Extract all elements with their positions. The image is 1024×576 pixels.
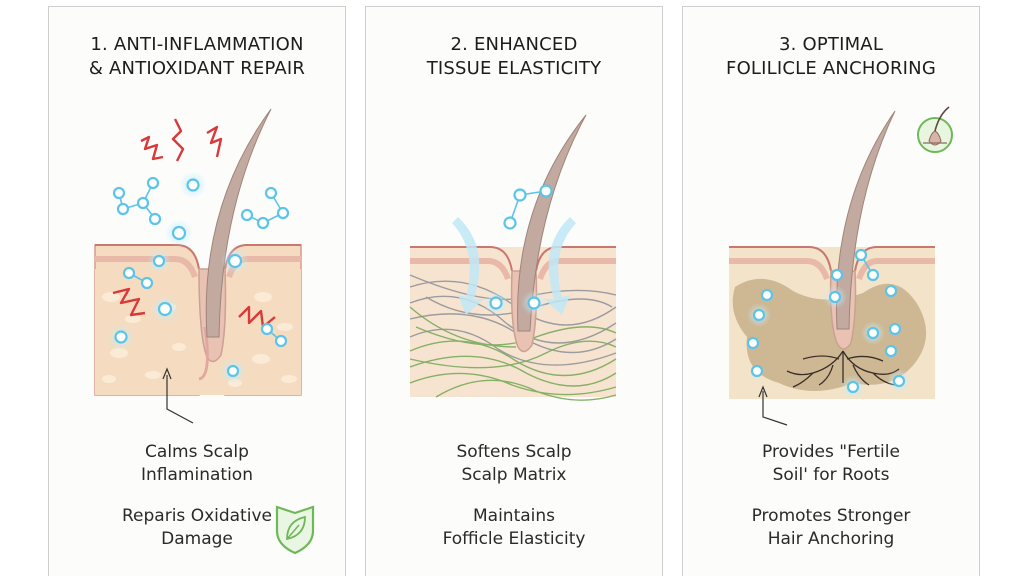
hair-shaft bbox=[836, 110, 896, 330]
panel-title-line: FOLILICLE ANCHORING bbox=[726, 58, 936, 79]
panel-anti-inflammation: 1. ANTI-INFLAMMATION & ANTIOXIDANT REPAI… bbox=[48, 6, 346, 576]
pointer-line bbox=[166, 375, 194, 424]
panel-title-line: TISSUE ELASTICITY bbox=[426, 58, 602, 79]
compression-arrows bbox=[452, 217, 576, 315]
caption-softens-scalp: Softens Scalp Scalp Matrix bbox=[366, 441, 662, 487]
caption-line: Soil' for Roots bbox=[772, 465, 890, 485]
panel-title: 3. OPTIMAL FOLILICLE ANCHORING bbox=[683, 33, 979, 81]
caption-line: Damage bbox=[161, 529, 233, 549]
pointer-line bbox=[762, 391, 788, 426]
hair-shaft bbox=[517, 114, 587, 332]
caption-line: Hair Anchoring bbox=[767, 529, 895, 549]
caption-line: Inflamination bbox=[141, 465, 253, 485]
panel-title-line: 1. ANTI-INFLAMMATION bbox=[90, 34, 304, 55]
caption-repairs-damage: Reparis Oxidative Damage bbox=[49, 505, 345, 551]
root-network bbox=[786, 350, 900, 388]
caption-line: Scalp Matrix bbox=[461, 465, 567, 485]
panel-tissue-elasticity: 2. ENHANCED TISSUE ELASTICITY bbox=[365, 6, 663, 576]
caption-stronger-anchoring: Promotes Stronger Hair Anchoring bbox=[683, 505, 979, 551]
panel-follicle-anchoring: 3. OPTIMAL FOLILICLE ANCHORING bbox=[682, 6, 980, 576]
pointer-arrowhead bbox=[162, 367, 172, 380]
caption-line: Fofficle Elasticity bbox=[442, 529, 586, 549]
antioxidant-molecules bbox=[108, 171, 290, 384]
scalp-inflammation-illustration bbox=[94, 108, 315, 555]
follicle-anchoring-illustration bbox=[729, 106, 953, 426]
hair-follicle-badge-icon bbox=[917, 106, 953, 153]
caption-fertile-soil: Provides "Fertile Soil' for Roots bbox=[683, 441, 979, 487]
panel-title: 2. ENHANCED TISSUE ELASTICITY bbox=[366, 33, 662, 81]
panel-title-line: & ANTIOXIDANT REPAIR bbox=[88, 58, 306, 79]
elasticity-molecules bbox=[483, 184, 553, 316]
fertile-soil-area bbox=[732, 278, 927, 391]
panel-title: 1. ANTI-INFLAMMATION & ANTIOXIDANT REPAI… bbox=[49, 33, 345, 81]
caption-maintains-elasticity: Maintains Fofficle Elasticity bbox=[366, 505, 662, 551]
hair-shaft bbox=[205, 108, 272, 338]
caption-line: Reparis Oxidative bbox=[122, 506, 272, 526]
pointer-arrowhead bbox=[758, 385, 768, 398]
panel-title-line: 3. OPTIMAL bbox=[778, 34, 884, 55]
leaf-shield-icon bbox=[275, 505, 315, 555]
anchoring-molecules bbox=[746, 248, 911, 399]
panel-title-line: 2. ENHANCED bbox=[450, 34, 578, 55]
caption-line: Softens Scalp bbox=[456, 442, 572, 462]
caption-line: Provides "Fertile bbox=[762, 442, 900, 462]
caption-line: Promotes Stronger bbox=[751, 506, 911, 526]
caption-calms-scalp: Calms Scalp Inflamination bbox=[49, 441, 345, 487]
caption-line: Maintains bbox=[472, 506, 556, 526]
tissue-elasticity-illustration bbox=[409, 114, 617, 401]
caption-line: Calms Scalp bbox=[145, 442, 249, 462]
